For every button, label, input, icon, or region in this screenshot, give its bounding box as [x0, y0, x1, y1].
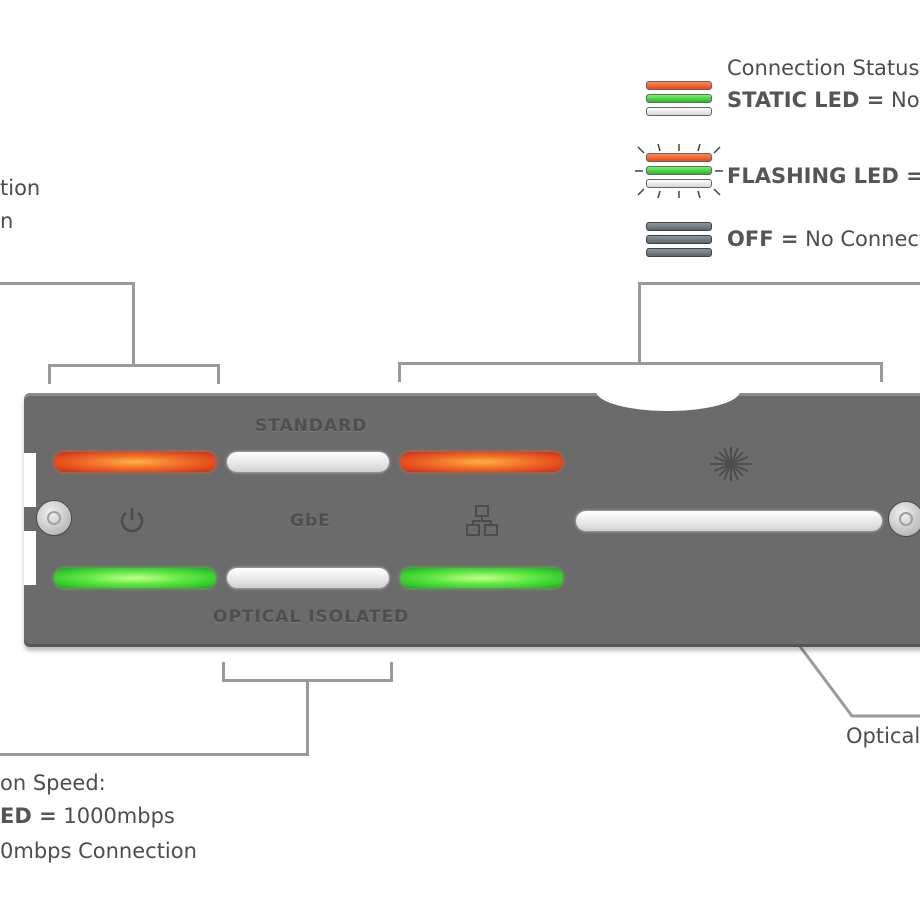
legend-off-bold: OFF =	[727, 227, 799, 251]
label-gbe: GbE	[290, 511, 331, 531]
screw-right	[888, 501, 920, 537]
flash-rays-icon	[635, 143, 723, 199]
label-standard: STANDARD	[255, 416, 368, 436]
left-top-label-line2: n	[0, 209, 14, 233]
panel-notch	[596, 391, 740, 411]
led-bottom-2-white	[227, 568, 389, 588]
panel-slot-lower	[24, 531, 36, 585]
swatch-orange-flash	[646, 153, 712, 162]
speed-legend-bold: ED =	[0, 804, 57, 828]
network-icon	[466, 505, 498, 536]
swatch-off-2	[646, 235, 712, 244]
led-bottom-1-green	[54, 568, 216, 588]
swatch-green	[646, 94, 712, 103]
left-top-label-line1: tion	[0, 176, 41, 200]
screw-left	[36, 500, 72, 536]
legend-off-text: OFF = No Connect	[727, 229, 920, 250]
speed-legend-rest: 1000mbps	[56, 804, 175, 828]
swatch-white-flash	[646, 179, 712, 188]
swatch-orange	[646, 81, 712, 90]
speed-legend-line1: on Speed:	[0, 771, 106, 795]
led-top-1-orange	[54, 452, 216, 472]
speed-legend-line2: ED = 1000mbps	[0, 806, 175, 827]
led-top-3-orange	[400, 452, 563, 472]
legend-flashing-text: FLASHING LED = D	[727, 166, 920, 187]
legend-off-rest: No Connect	[798, 227, 920, 251]
device-front-panel: STANDARD GbE	[24, 391, 920, 647]
legend-static-text: STATIC LED = No D	[727, 90, 920, 111]
speed-legend-line3: 0mbps Connection	[0, 839, 197, 863]
swatch-off-1	[646, 222, 712, 231]
legend-title: Connection Status	[727, 56, 920, 80]
led-top-2-white	[227, 452, 389, 472]
laser-icon	[710, 447, 752, 481]
swatch-white	[646, 107, 712, 116]
label-optical-isolated: OPTICAL ISOLATED	[213, 607, 410, 627]
panel-slot-upper	[24, 453, 36, 507]
legend-flashing-bold: FLASHING LED =	[727, 164, 920, 188]
power-icon	[120, 508, 144, 533]
led-bottom-3-green	[400, 568, 563, 588]
optical-label: Optical	[846, 724, 920, 748]
swatch-off-3	[646, 248, 712, 257]
legend-static-bold: STATIC LED =	[727, 88, 885, 112]
swatch-green-flash	[646, 166, 712, 175]
legend-static-rest: No D	[891, 88, 920, 112]
led-optical-white	[576, 511, 882, 531]
